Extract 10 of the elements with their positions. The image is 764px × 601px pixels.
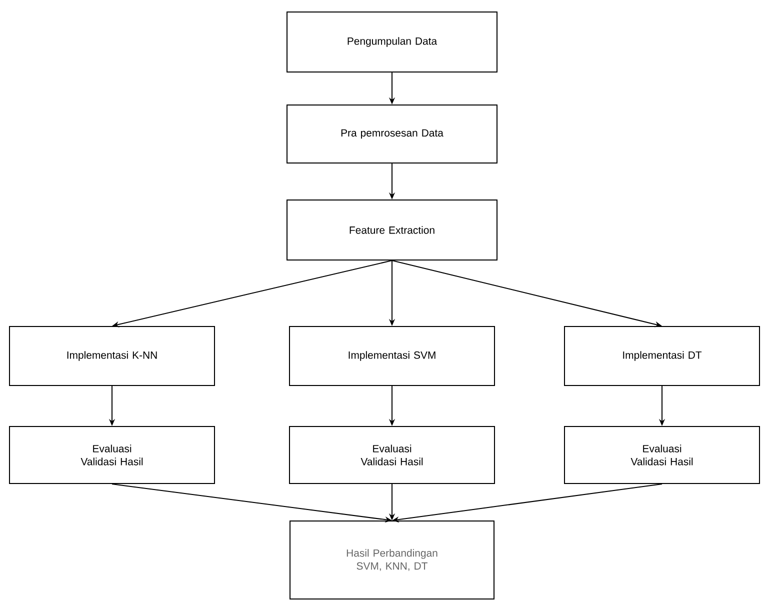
process-box: Evaluasi Validasi Hasil [289,426,495,484]
process-box: Pengumpulan Data [286,12,498,72]
process-box: Implementasi SVM [289,326,495,386]
process-box: Evaluasi Validasi Hasil [564,426,760,484]
process-box: Implementasi K-NN [9,326,215,386]
process-box: Hasil Perbandingan SVM, KNN, DT [290,520,494,600]
process-box: Implementasi DT [564,326,760,386]
process-box: Evaluasi Validasi Hasil [9,426,215,484]
process-box: Feature Extraction [286,200,498,260]
process-box: Pra pemrosesan Data [286,104,498,164]
